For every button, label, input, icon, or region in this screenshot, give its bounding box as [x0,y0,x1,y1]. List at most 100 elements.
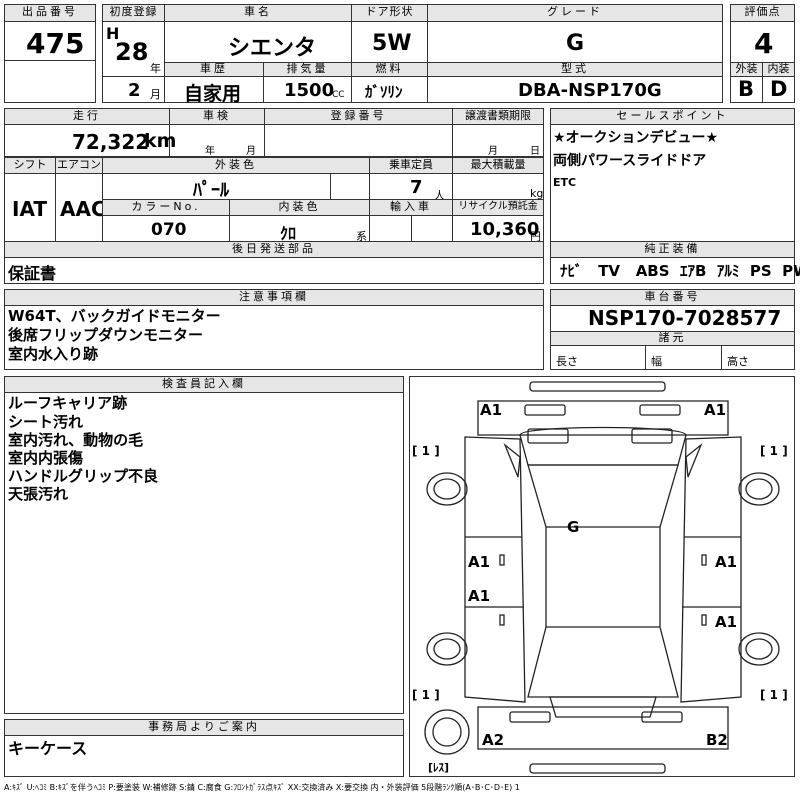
note-line-1: W64T、バックガイドモニター [8,307,221,325]
grade-label: グレード [427,4,723,22]
recycle-value: 10,360 [470,219,540,240]
ac-label: エアコン [55,157,103,174]
selling-point-1: ★オークションデビュー★ [553,130,719,146]
history-value: 自家用 [184,83,242,105]
dims-height: 高さ [727,355,749,368]
color-no-label: カラーNo. [102,199,230,216]
lot-cell [4,21,96,103]
equipment-item: ﾅﾋﾞ [560,262,583,280]
inspector-line-2: シート汚れ [8,413,84,431]
int-color-unit: 系 [356,230,367,243]
ac-value: AAC [60,197,106,221]
equipment-item: PW [782,262,800,280]
capacity-label: 乗車定員 [369,157,453,174]
reg-year: 28 [115,38,149,66]
max-load-unit: kg [530,187,544,200]
ext-color-value: ﾊﾟｰﾙ [193,180,229,201]
tire-rear-left: [ 1 ] [412,688,440,702]
displacement-value: 1500 [284,80,335,101]
dims-label: 諸元 [550,331,795,346]
equipment-item: PS [749,262,772,280]
mileage-label: 走行 [4,108,170,125]
lot-number: 475 [26,27,85,60]
mileage-value: 72,322 [72,130,150,154]
chassis-label: 車台番号 [550,289,795,306]
tire-front-left: [ 1 ] [412,444,440,458]
inspection-month-unit: 月 [246,146,256,157]
selling-point-3: ETC [553,176,577,189]
equipment-list: ﾅﾋﾞ TV ABS ｴｱB ｱﾙﾐ PS PW [560,260,800,281]
later-parts-value: 保証書 [8,264,57,283]
mileage-unit: km [144,130,177,152]
notes-label: 注意事項欄 [4,289,544,306]
model-label: 型式 [427,62,723,77]
later-parts-label: 後日発送部品 [4,241,544,258]
reg-era: H [106,24,120,43]
damage-a1-left-mid: A1 [468,553,490,571]
office-label: 事務局よりご案内 [4,719,404,736]
inspector-line-5: ハンドルグリップ不良 [8,467,159,485]
car-label: 車名 [164,4,352,22]
shift-label: シフト [4,157,56,174]
plate-label: 登録番号 [264,108,453,125]
int-color-value: ｸﾛ [280,224,297,243]
grade-value: G [566,31,585,56]
reg-year-unit: 年 [150,62,161,75]
office-value: キーケース [8,739,88,758]
reg-month-unit: 月 [150,88,161,101]
legend: A:ｷｽﾞ U:ﾍｺﾐ B:ｷｽﾞを伴うﾍｺﾐ P:要塗装 W:補修跡 S:錆 … [4,783,520,792]
dims-width: 幅 [651,355,662,368]
max-load-label: 最大積載量 [452,157,544,174]
damage-a1-right-low: A1 [715,613,737,631]
recycle-label: リサイクル預託金 [452,199,544,216]
inspection-label: 車検 [169,108,265,125]
recycle-unit: 円 [530,230,541,243]
tire-front-right: [ 1 ] [760,444,788,458]
spare-tire-label: [ﾚｽ] [428,761,449,774]
selling-point-2: 両側パワースライドドア [553,153,707,169]
note-line-2: 後席フリップダウンモニター [8,326,204,344]
displacement-label: 排気量 [263,62,352,77]
equipment-item: TV [598,262,621,280]
ext-grade-value: B [738,77,755,101]
damage-diagram: A1 A1 G A1 A1 A1 A1 A2 B2 [ 1 ] [ 1 ] [ … [409,376,795,777]
inspector-line-6: 天張汚れ [8,485,69,503]
color-no-value: 070 [151,220,187,240]
capacity-unit: 人 [434,189,445,202]
damage-a1-left-low: A1 [468,587,490,605]
inspector-line-3: 室内汚れ、動物の毛 [8,431,144,449]
inspector-line-4: 室内内張傷 [8,449,84,467]
equipment-item: ｴｱB [680,262,707,280]
damage-a1-right-mid: A1 [715,553,737,571]
reg-label: 初度登録 [102,4,165,22]
score-label: 評価点 [730,4,795,22]
damage-b2-rear-right: B2 [706,731,728,749]
car-diagram-svg: A1 A1 G A1 A1 A1 A1 A2 B2 [ 1 ] [ 1 ] [ … [412,381,788,774]
inspector-line-1: ルーフキャリア跡 [8,394,128,412]
ext-color-label: 外装色 [102,157,370,174]
damage-a2-rear-left: A2 [482,731,504,749]
selling-points-label: セールスポイント [550,108,795,125]
doors-value: 5W [372,31,412,56]
score-value: 4 [754,27,774,60]
damage-g-roof: G [567,518,579,536]
tire-rear-right: [ 1 ] [760,688,788,702]
model-value: DBA-NSP170G [518,80,662,101]
note-line-3: 室内水入り跡 [8,345,99,363]
damage-a1-front-left: A1 [480,401,502,419]
inspector-label: 検査員記入欄 [4,376,404,393]
damage-a1-front-right: A1 [704,401,726,419]
car-name: シエンタ [228,36,317,61]
transfer-label: 譲渡書類期限 [452,108,544,125]
equipment-item: ｱﾙﾐ [716,262,740,280]
doors-label: ドア形状 [351,4,428,22]
transfer-month-unit: 月 [488,146,498,157]
lot-label: 出品番号 [4,4,96,22]
capacity-value: 7 [410,177,423,198]
int-grade-label: 内装 [762,62,795,77]
displacement-unit: CC [332,90,345,100]
fuel-label: 燃料 [351,62,428,77]
shift-value: IAT [12,197,48,221]
history-label: 車歴 [164,62,264,77]
dims-length: 長さ [556,355,578,368]
